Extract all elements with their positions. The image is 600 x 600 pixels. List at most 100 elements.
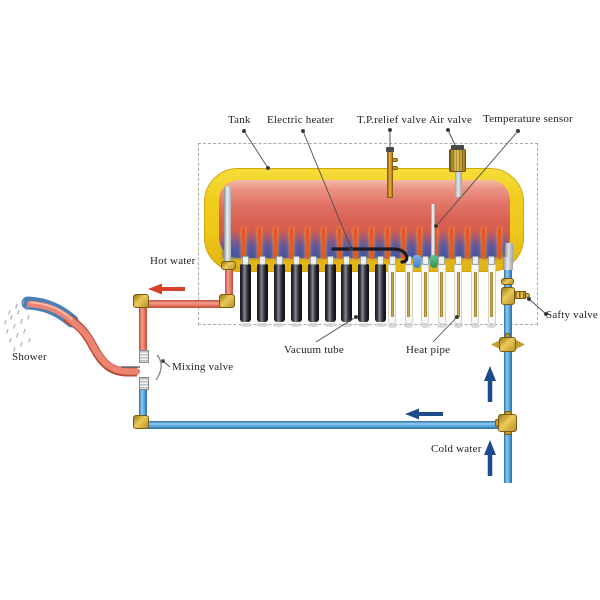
- hot-water-pipe-down: [139, 303, 147, 353]
- shower-spray: [4, 299, 31, 352]
- label-safty-valve: Safty valve: [546, 309, 598, 321]
- cold-water-arrow-up-bottom: [484, 440, 496, 476]
- tube-shadow: [239, 323, 252, 327]
- tee-knob: [495, 419, 499, 427]
- label-mixing-valve: Mixing valve: [172, 361, 234, 373]
- tank-cold-inlet-coupling: [503, 257, 513, 270]
- vacuum-tube: [375, 264, 387, 322]
- spray-droplet: [13, 323, 16, 329]
- label-shower: Shower: [12, 351, 47, 363]
- tube-cap: [343, 256, 351, 265]
- heat-pipe-condenser-blue: [412, 255, 421, 268]
- spray-droplet: [25, 305, 28, 311]
- tube-shadow: [404, 324, 414, 328]
- tank-cold-layer: [223, 231, 507, 258]
- tank-tube-port: [354, 228, 357, 259]
- label-tp-relief-valve: T.P.relief valve: [357, 114, 427, 126]
- cold-inlet-ring: [501, 278, 514, 285]
- tube-shadow: [387, 324, 397, 328]
- tank-tube-port: [242, 228, 245, 259]
- vacuum-tube: [358, 264, 370, 322]
- tank-tube-port: [450, 228, 453, 259]
- spray-droplet: [22, 299, 25, 305]
- vacuum-tube: [324, 264, 336, 322]
- cold-water-pipe-bottom: [141, 420, 504, 429]
- cold-water-arrow-up-mid: [484, 366, 496, 402]
- tube-shadow: [290, 323, 303, 327]
- pipe-elbow: [133, 294, 149, 308]
- tube-shadow: [453, 324, 463, 328]
- tee-knob: [504, 411, 512, 415]
- mixing-valve-union-bottom: [138, 377, 149, 390]
- tube-shadow: [487, 324, 497, 328]
- spray-droplet: [17, 309, 20, 315]
- tank-tube-port: [370, 228, 373, 259]
- hot-water-pipe-horizontal: [141, 299, 231, 308]
- temperature-sensor-probe: [431, 204, 435, 258]
- spray-droplet: [28, 337, 31, 343]
- spray-droplet: [9, 337, 12, 343]
- tube-shadow: [374, 323, 387, 327]
- tube-shadow: [256, 323, 269, 327]
- tp-relief-valve-cap: [385, 147, 394, 152]
- hot-water-pipe-vertical: [224, 267, 233, 303]
- label-cold-water: Cold water: [431, 443, 482, 455]
- vacuum-tube: [290, 264, 302, 322]
- mixing-valve-union-top: [138, 350, 149, 363]
- heat-pipe-rod: [390, 272, 394, 317]
- tube-shadow: [324, 323, 336, 327]
- air-valve-cap: [451, 145, 464, 150]
- heat-pipe-condenser-green: [429, 255, 438, 268]
- pipe-elbow: [133, 415, 149, 429]
- heat-pipe-rod: [407, 272, 411, 317]
- tp-relief-valve-tab: [392, 158, 398, 162]
- spray-droplet: [16, 332, 19, 338]
- air-valve: [449, 149, 466, 172]
- ball-valve-wing: [491, 340, 500, 349]
- heat-pipe-rod: [423, 272, 427, 317]
- tube-shadow: [470, 324, 480, 328]
- tube-cap: [292, 256, 300, 265]
- tube-cap: [454, 256, 462, 265]
- cold-water-arrow-left: [405, 408, 443, 420]
- cold-water-pipe-left: [139, 387, 147, 424]
- tube-cap: [242, 256, 249, 265]
- label-air-valve: Air valve: [429, 114, 473, 126]
- spray-droplet: [10, 314, 13, 320]
- spray-droplet: [20, 318, 23, 324]
- tube-cap: [275, 256, 283, 265]
- tank-tube-port: [402, 228, 405, 259]
- heat-pipe-rod: [456, 272, 460, 317]
- label-heat-pipe: Heat pipe: [406, 344, 451, 356]
- tank-tube-port: [274, 228, 277, 259]
- tube-shadow: [307, 323, 320, 327]
- tube-shadow: [357, 323, 370, 327]
- heat-pipe-rod: [440, 272, 444, 317]
- tank-tube-port: [322, 228, 325, 259]
- vacuum-tube: [256, 264, 268, 322]
- tube-cap: [471, 256, 479, 265]
- cold-water-inlet-stub: [505, 243, 513, 260]
- label-tank: Tank: [228, 114, 251, 126]
- air-valve-stem: [454, 171, 462, 197]
- tube-cap: [438, 256, 446, 265]
- tank-tube-port: [434, 228, 437, 259]
- tank-tube-port: [338, 228, 341, 259]
- tp-relief-valve-tab: [392, 166, 398, 170]
- heat-pipe-rod: [473, 272, 477, 317]
- spray-droplet: [6, 328, 9, 334]
- spray-droplet: [8, 309, 11, 315]
- safety-valve-body: [501, 287, 515, 305]
- tube-cap: [388, 256, 396, 265]
- label-vacuum-tube: Vacuum tube: [284, 344, 344, 356]
- tube-cap: [488, 256, 496, 265]
- label-temperature-sensor: Temperature sensor: [483, 113, 573, 125]
- cold-water-pipe-riser: [504, 268, 512, 483]
- tee-knob: [504, 431, 512, 435]
- tube-cap: [309, 256, 317, 265]
- vacuum-tube: [240, 264, 251, 322]
- tube-shadow: [340, 323, 353, 327]
- tube-shadow: [420, 324, 430, 328]
- spray-droplet: [15, 303, 18, 309]
